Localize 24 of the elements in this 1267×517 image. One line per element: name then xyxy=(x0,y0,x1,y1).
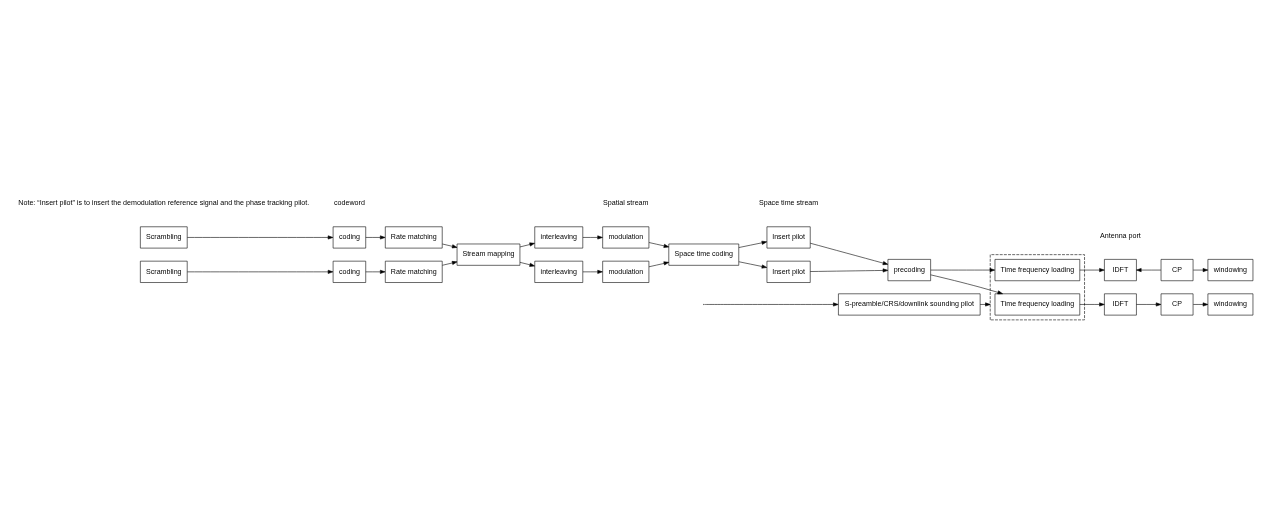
arrow xyxy=(365,269,386,274)
arrow xyxy=(648,261,670,268)
arrow xyxy=(1079,268,1105,273)
arrow xyxy=(809,242,889,265)
arrow xyxy=(187,235,334,240)
arrow xyxy=(930,268,996,273)
arrow xyxy=(1193,268,1209,273)
arrow xyxy=(519,262,535,267)
arrow xyxy=(582,235,603,240)
arrow xyxy=(582,269,603,274)
arrow xyxy=(1079,302,1105,307)
arrow xyxy=(648,242,670,248)
arrow xyxy=(187,269,334,274)
arrow xyxy=(738,240,768,248)
arrow xyxy=(442,261,458,266)
arrow xyxy=(738,261,768,269)
arrow xyxy=(442,243,458,249)
arrow xyxy=(930,274,1003,295)
arrow xyxy=(1136,268,1162,273)
arrow xyxy=(1136,302,1162,307)
arrow xyxy=(809,268,889,273)
arrow xyxy=(365,235,386,240)
arrow xyxy=(1193,302,1209,307)
arrow xyxy=(519,242,535,248)
